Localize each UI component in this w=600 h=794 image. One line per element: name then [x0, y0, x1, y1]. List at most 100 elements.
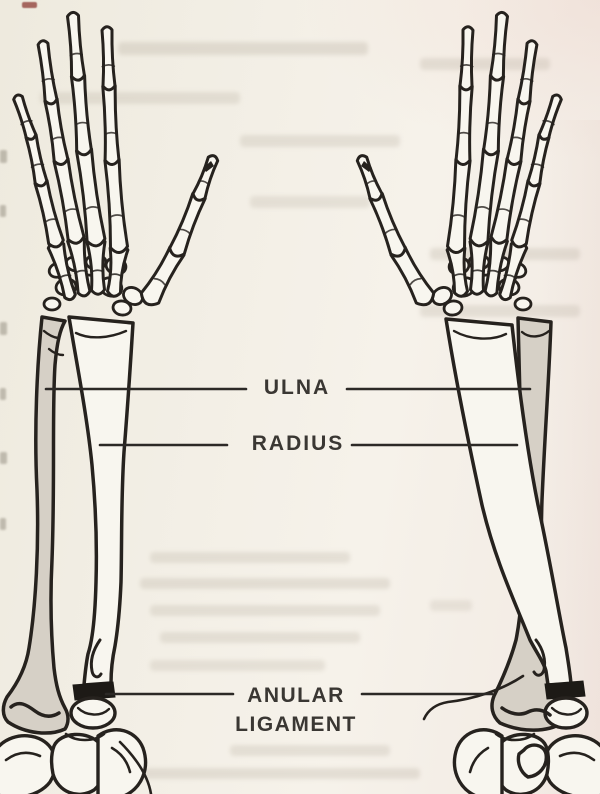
bleed-text-edge-stub: [0, 388, 6, 400]
bone-detail-stroke: [457, 131, 471, 136]
leader-lines: [44, 387, 532, 696]
bone-detail-stroke: [47, 347, 65, 357]
bleed-text-row: [40, 92, 240, 104]
carpal-bone: [513, 296, 533, 312]
metacarpal-bone: [468, 234, 490, 296]
bone-detail-stroke: [486, 121, 500, 126]
bone-detail-stroke: [153, 277, 166, 286]
phalanx-bone: [66, 10, 86, 82]
bleed-text-edge-stub: [0, 322, 7, 335]
bone-detail-stroke: [74, 329, 128, 339]
elbow-bones-left: [49, 732, 108, 794]
bone-detail-stroke: [9, 701, 61, 718]
bleed-text-row: [140, 578, 390, 589]
radial-head-left: [69, 696, 117, 730]
thumb-tip-mark: [203, 161, 214, 172]
elbow-bones-right: [452, 728, 504, 794]
bone-detail-stroke: [459, 64, 474, 68]
bone-detail-stroke: [76, 706, 111, 716]
phalanx-bone: [537, 93, 563, 141]
bone-detail-stroke: [468, 746, 490, 774]
phalanx-bone: [355, 154, 384, 202]
phalanx-bone: [36, 39, 59, 106]
bone-detail-stroke: [500, 706, 552, 717]
bone-detail-stroke: [476, 206, 490, 211]
bleed-text-row: [150, 552, 350, 563]
carpal-bone: [442, 299, 464, 317]
metacarpal-bone: [66, 233, 92, 298]
phalanx-bone: [526, 131, 551, 188]
metacarpal-bone: [498, 239, 529, 302]
bone-detail-stroke: [422, 674, 525, 721]
label-ulna: ULNA: [263, 376, 331, 399]
bone-detail-stroke: [64, 208, 78, 213]
bone-detail-stroke: [44, 218, 58, 224]
bone-detail-stroke: [451, 214, 466, 218]
left-hand: [12, 10, 220, 317]
bone-detail-stroke: [104, 131, 118, 136]
anular-ligament-band-right: [544, 680, 586, 700]
label-radius: RADIUS: [251, 432, 345, 455]
bone-detail-stroke: [452, 329, 508, 340]
bleed-text-row: [150, 660, 325, 671]
bone-detail-stroke: [494, 732, 536, 742]
phalanx-bone: [69, 70, 93, 157]
phalanx-bone: [103, 153, 129, 254]
bone-detail-stroke: [409, 277, 422, 286]
label-anular-ligament: ANULAR LIGAMENT: [235, 681, 357, 739]
bone-detail-stroke: [4, 751, 42, 762]
bleed-text-row: [240, 135, 400, 147]
bone-detail-stroke: [487, 269, 501, 275]
bleed-text-edge-stub: [0, 205, 6, 217]
radius-left-bone: [67, 315, 135, 687]
bone-detail-stroke: [118, 740, 153, 794]
bone-detail-stroke: [109, 273, 123, 278]
phalanx-bone: [446, 153, 472, 254]
metacarpal-bone: [445, 241, 469, 298]
bone-detail-stroke: [20, 119, 33, 126]
elbow-bones-right: [516, 743, 548, 779]
bleed-text-row: [140, 768, 420, 779]
bleed-text-row: [430, 600, 472, 611]
radius-right-bone: [444, 317, 573, 687]
metacarpal-bone: [46, 239, 77, 302]
bleed-text-row: [160, 632, 360, 643]
phalanx-bone: [24, 131, 49, 188]
bone-detail-stroke: [50, 136, 65, 141]
bone-detail-stroke: [503, 274, 517, 280]
phalanx-bone: [489, 10, 509, 82]
bone-detail-stroke: [69, 52, 84, 57]
bone-detail-stroke: [64, 732, 106, 742]
bone-detail-stroke: [550, 706, 583, 716]
bone-detail-stroke: [558, 751, 596, 762]
scan-artifact: [22, 2, 37, 8]
phalanx-bone: [12, 93, 38, 141]
bone-detail-stroke: [85, 206, 99, 211]
elbow-bones-left: [0, 734, 58, 794]
right-hand: [355, 10, 563, 317]
bone-detail-stroke: [74, 269, 88, 275]
phalanx-bone: [100, 25, 117, 92]
bone-detail-stroke: [109, 214, 124, 218]
phalanx-bone: [43, 94, 70, 166]
phalanx-bone: [505, 94, 532, 166]
label-anular-ligament-line1: ANULAR: [247, 684, 345, 707]
left-forearm: [0, 315, 153, 794]
anular-ligament-band-left: [72, 681, 116, 701]
carpal-bone: [111, 299, 133, 317]
bone-detail-stroke: [42, 329, 60, 340]
bleed-text-row: [420, 58, 550, 70]
bone-detail-stroke: [517, 218, 531, 224]
right-forearm: [422, 316, 600, 794]
thumb-tip-mark: [361, 161, 372, 172]
bone-detail-stroke: [89, 638, 103, 679]
bone-detail-stroke: [491, 52, 506, 57]
radial-head-right: [543, 696, 589, 730]
bone-detail-stroke: [75, 121, 89, 126]
bone-detail-stroke: [58, 274, 72, 280]
bleed-text-edge-stub: [0, 518, 6, 530]
bone-detail-stroke: [197, 180, 210, 186]
bone-detail-stroke: [30, 163, 45, 169]
bone-detail-stroke: [90, 269, 105, 273]
